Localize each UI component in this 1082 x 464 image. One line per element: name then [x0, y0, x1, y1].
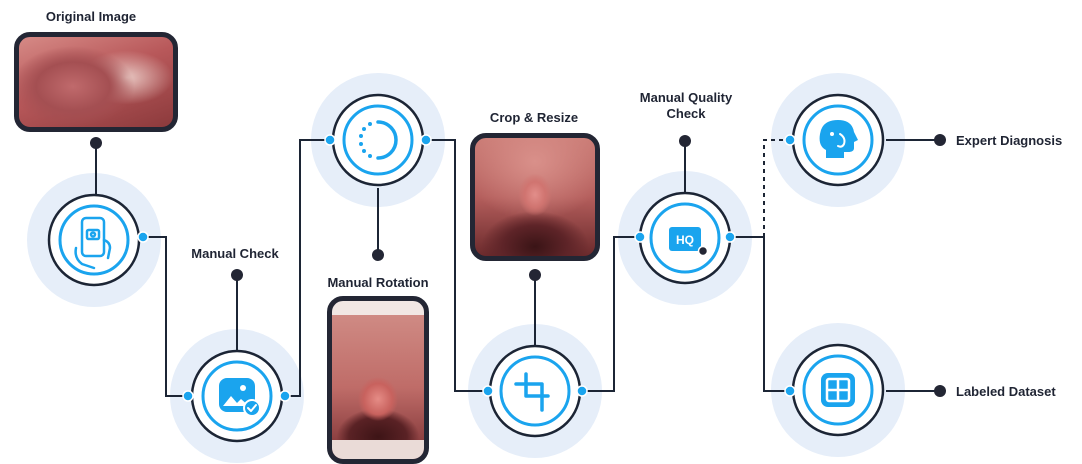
original-image-photo: [14, 32, 178, 132]
port-expert-left: [785, 135, 795, 145]
pin-quality: [679, 135, 691, 147]
label-manual-check: Manual Check: [191, 246, 278, 262]
label-manual-rotation: Manual Rotation: [327, 275, 428, 291]
grid-dataset-icon: [821, 373, 855, 407]
label-crop-resize: Crop & Resize: [490, 110, 578, 126]
pin-original: [90, 137, 102, 149]
port-quality-right: [725, 232, 735, 242]
label-labeled-dataset: Labeled Dataset: [956, 384, 1056, 400]
port-crop-right: [577, 386, 587, 396]
port-quality-left: [635, 232, 645, 242]
pin-manual-rotation: [372, 249, 384, 261]
pin-dataset: [934, 385, 946, 397]
pin-crop: [529, 269, 541, 281]
port-check-right: [280, 391, 290, 401]
port-rotation-right: [421, 135, 431, 145]
port-rotation-left: [325, 135, 335, 145]
port-capture-right: [138, 232, 148, 242]
label-manual-quality-line2: Check: [666, 106, 705, 122]
port-crop-left: [483, 386, 493, 396]
crop-resize-photo: [470, 133, 600, 261]
label-manual-quality-line1: Manual Quality: [640, 90, 732, 106]
image-check-icon: [219, 378, 260, 416]
port-dataset-left: [785, 386, 795, 396]
hq-badge-text: HQ: [676, 233, 694, 247]
manual-rotation-photo: [327, 296, 429, 464]
pin-expert: [934, 134, 946, 146]
pin-manual-check: [231, 269, 243, 281]
port-check-left: [183, 391, 193, 401]
label-expert-diagnosis: Expert Diagnosis: [956, 133, 1062, 149]
label-original-image: Original Image: [46, 9, 136, 25]
node-crop: [490, 346, 580, 436]
node-rotation: [333, 95, 423, 185]
